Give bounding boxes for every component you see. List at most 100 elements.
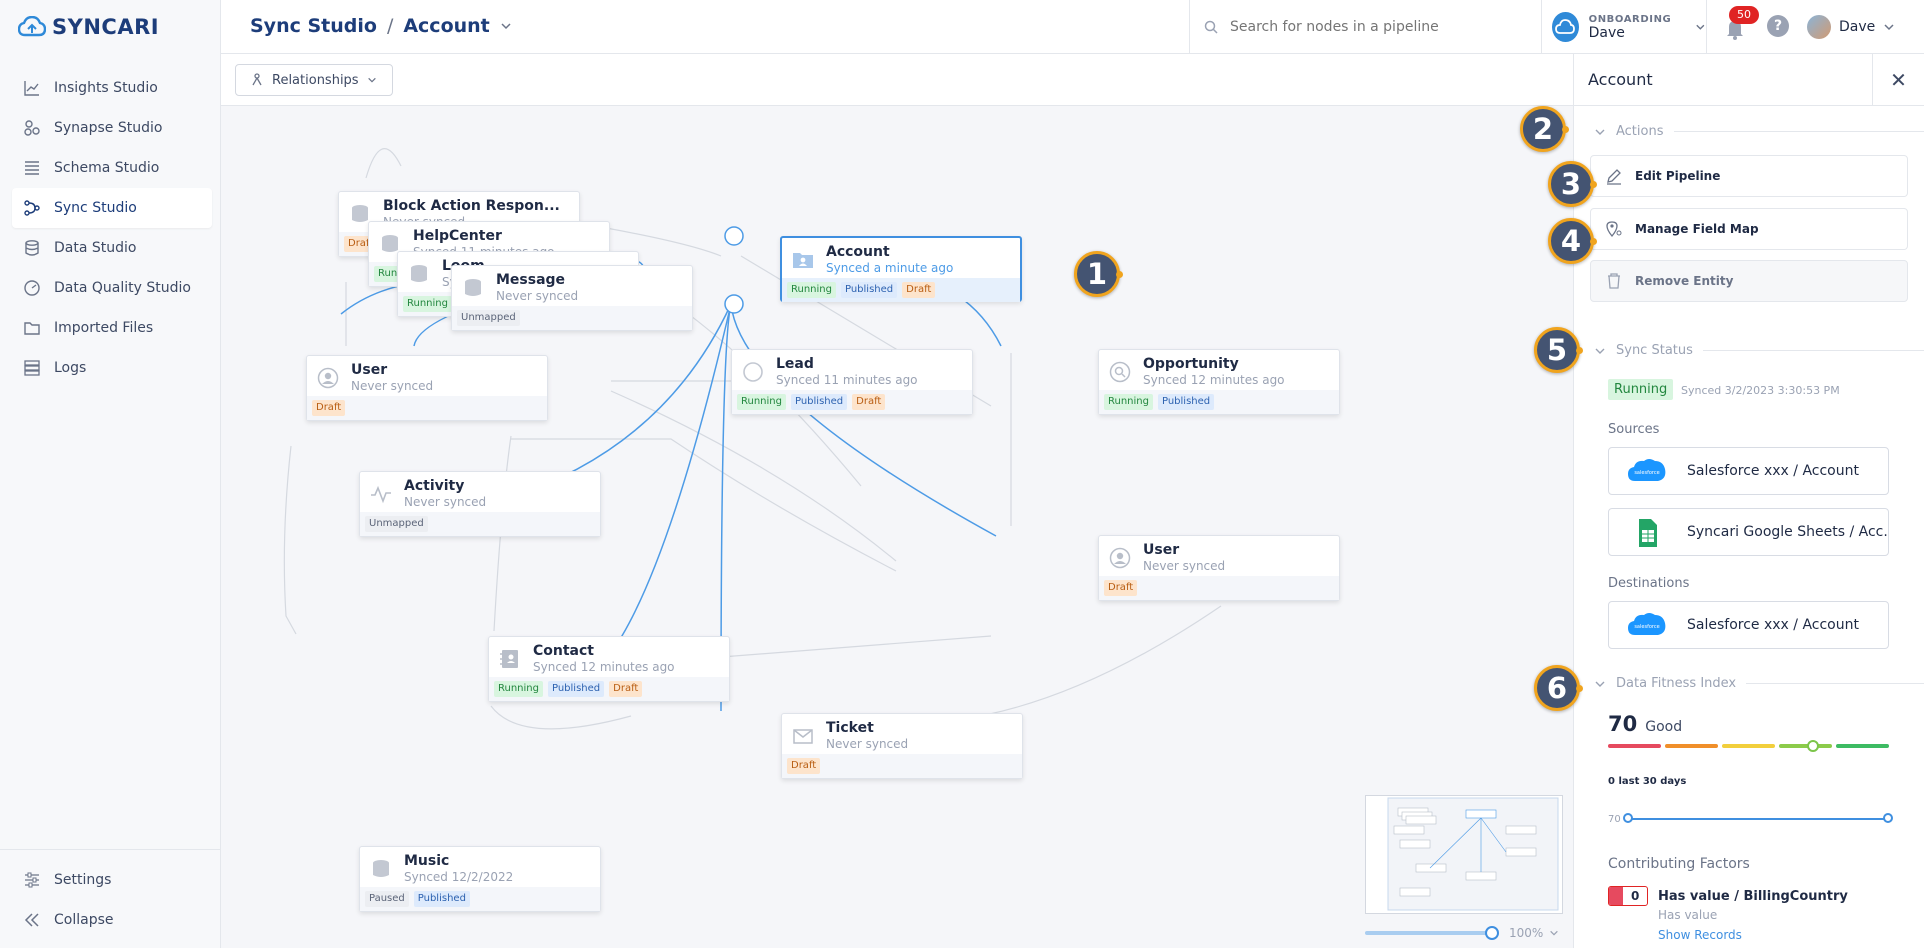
close-icon: ✕ bbox=[1890, 68, 1907, 92]
node-account[interactable]: Account Synced a minute ago Running Publ… bbox=[780, 236, 1022, 302]
edit-pipeline-label: Edit Pipeline bbox=[1635, 169, 1721, 183]
status-badge: Running bbox=[494, 681, 543, 697]
breadcrumb: Sync Studio / Account bbox=[250, 15, 512, 37]
user-icon bbox=[1109, 547, 1131, 569]
database-icon bbox=[373, 860, 389, 877]
account-folder-icon bbox=[793, 253, 813, 268]
chevron-down-icon[interactable] bbox=[500, 20, 512, 32]
contributing-factor[interactable]: 0 Has value / BillingCountry bbox=[1608, 886, 1848, 906]
contributing-factors-label: Contributing Factors bbox=[1608, 856, 1750, 872]
breadcrumb-root[interactable]: Sync Studio bbox=[250, 15, 377, 37]
close-button[interactable]: ✕ bbox=[1872, 54, 1924, 106]
sidebar-item-insights-studio[interactable]: Insights Studio bbox=[12, 68, 212, 108]
chevron-down-icon bbox=[1595, 681, 1605, 687]
remove-entity-button[interactable]: Remove Entity bbox=[1590, 260, 1908, 302]
user-menu[interactable]: Dave bbox=[1807, 15, 1895, 39]
node-message[interactable]: Message Never synced Unmapped bbox=[451, 265, 693, 331]
node-subtitle: Never synced bbox=[351, 379, 434, 393]
user-icon bbox=[317, 367, 339, 389]
node-title: Contact bbox=[533, 643, 594, 659]
canvas-toolbar: Relationships bbox=[221, 54, 1573, 106]
sync-status-label: Sync Status bbox=[1616, 343, 1693, 358]
zoom-handle[interactable] bbox=[1485, 926, 1499, 940]
chevron-down-icon bbox=[1884, 24, 1894, 31]
breadcrumb-current[interactable]: Account bbox=[403, 15, 490, 37]
activity-icon bbox=[371, 485, 391, 504]
chart-icon bbox=[22, 78, 42, 98]
fitness-marker bbox=[1807, 740, 1819, 752]
node-title: User bbox=[351, 362, 388, 378]
entity-detail-panel: Account ✕ Actions Edit Pipeline Manage F… bbox=[1573, 54, 1924, 948]
chevron-down-icon bbox=[1696, 24, 1705, 30]
node-lead[interactable]: Lead Synced 11 minutes ago Running Publi… bbox=[731, 349, 973, 415]
svg-text:salesforce: salesforce bbox=[1634, 470, 1659, 476]
sidebar-item-logs[interactable]: Logs bbox=[12, 348, 212, 388]
sync-status-section-header[interactable]: Sync Status bbox=[1594, 343, 1924, 358]
fitness-score-label: Good bbox=[1645, 719, 1683, 735]
help-icon[interactable]: ? bbox=[1767, 15, 1789, 37]
data-fitness-section-header[interactable]: Data Fitness Index bbox=[1594, 676, 1924, 691]
range-start-handle[interactable] bbox=[1622, 813, 1633, 823]
breadcrumb-separator: / bbox=[386, 15, 394, 37]
manage-field-map-button[interactable]: Manage Field Map bbox=[1590, 208, 1908, 250]
zoom-value[interactable]: 100% bbox=[1509, 926, 1544, 940]
edit-pipeline-button[interactable]: Edit Pipeline bbox=[1590, 155, 1908, 197]
node-subtitle: Synced 12/2/2022 bbox=[404, 870, 514, 884]
destination-item[interactable]: salesforce Salesforce xxx / Account bbox=[1608, 601, 1889, 649]
panel-header: Account ✕ bbox=[1574, 54, 1924, 106]
manage-field-map-label: Manage Field Map bbox=[1635, 222, 1759, 236]
schema-icon bbox=[22, 158, 42, 178]
remove-entity-label: Remove Entity bbox=[1635, 274, 1734, 288]
status-badge: Draft bbox=[902, 282, 936, 298]
node-ticket[interactable]: Ticket Never synced Draft bbox=[781, 713, 1023, 779]
show-records-link[interactable]: Show Records bbox=[1658, 928, 1742, 942]
syncari-logo[interactable]: SYNCARI bbox=[18, 14, 159, 40]
pipeline-canvas[interactable]: Block Action Respon... Never synced Draf… bbox=[221, 106, 1573, 948]
settings-link[interactable]: Settings bbox=[12, 860, 209, 900]
opportunity-icon bbox=[1109, 361, 1131, 383]
sidebar-item-sync-studio[interactable]: Sync Studio bbox=[12, 188, 212, 228]
relationship-icon bbox=[252, 73, 262, 86]
sidebar-item-imported-files[interactable]: Imported Files bbox=[12, 308, 212, 348]
chevron-down-icon[interactable] bbox=[1549, 928, 1559, 938]
source-label: Syncari Google Sheets / Acc... bbox=[1687, 524, 1889, 540]
source-item[interactable]: salesforce Salesforce xxx / Account bbox=[1608, 447, 1889, 495]
sidebar-item-synapse-studio[interactable]: Synapse Studio bbox=[12, 108, 212, 148]
database-icon bbox=[352, 205, 368, 222]
node-user-right[interactable]: User Never synced Draft bbox=[1098, 535, 1340, 601]
node-title: Message bbox=[496, 272, 566, 288]
sidebar-item-data-quality-studio[interactable]: Data Quality Studio bbox=[12, 268, 212, 308]
relationships-dropdown[interactable]: Relationships bbox=[235, 64, 393, 96]
sources-label: Sources bbox=[1608, 422, 1660, 437]
sidebar-item-data-studio[interactable]: Data Studio bbox=[12, 228, 212, 268]
bell-icon[interactable] bbox=[1721, 14, 1749, 42]
user-name: Dave bbox=[1839, 19, 1876, 35]
relationships-label: Relationships bbox=[272, 72, 359, 88]
actions-section-header[interactable]: Actions bbox=[1594, 124, 1924, 139]
node-contact[interactable]: Contact Synced 12 minutes ago Running Pu… bbox=[488, 636, 730, 702]
collapse-button[interactable]: Collapse bbox=[12, 900, 209, 940]
status-badge: Published bbox=[840, 282, 898, 298]
source-item[interactable]: Syncari Google Sheets / Acc... bbox=[1608, 508, 1889, 556]
minimap[interactable] bbox=[1365, 795, 1563, 914]
range-end-handle[interactable] bbox=[1883, 813, 1893, 823]
chevron-down-icon bbox=[1595, 129, 1605, 135]
node-search bbox=[1189, 0, 1541, 54]
node-title: Ticket bbox=[826, 720, 874, 736]
node-opportunity[interactable]: Opportunity Synced 12 minutes ago Runnin… bbox=[1098, 349, 1340, 415]
search-input[interactable] bbox=[1230, 19, 1520, 35]
node-subtitle: Never synced bbox=[1143, 559, 1226, 573]
source-label: Salesforce xxx / Account bbox=[1687, 463, 1859, 479]
chevron-down-icon bbox=[367, 77, 376, 83]
node-user-left[interactable]: User Never synced Draft bbox=[306, 355, 548, 421]
status-badge: Running bbox=[403, 296, 452, 312]
collapse-label: Collapse bbox=[54, 912, 114, 928]
org-switcher[interactable]: ONBOARDING Dave bbox=[1541, 0, 1707, 54]
node-activity[interactable]: Activity Never synced Unmapped bbox=[359, 471, 601, 537]
callout-marker: 2 bbox=[1520, 106, 1569, 152]
pencil-icon bbox=[1607, 169, 1621, 185]
node-music[interactable]: Music Synced 12/2/2022 Paused Published bbox=[359, 846, 601, 912]
zoom-slider[interactable] bbox=[1365, 926, 1499, 940]
status-badge: Running bbox=[787, 282, 836, 298]
sidebar-item-schema-studio[interactable]: Schema Studio bbox=[12, 148, 212, 188]
